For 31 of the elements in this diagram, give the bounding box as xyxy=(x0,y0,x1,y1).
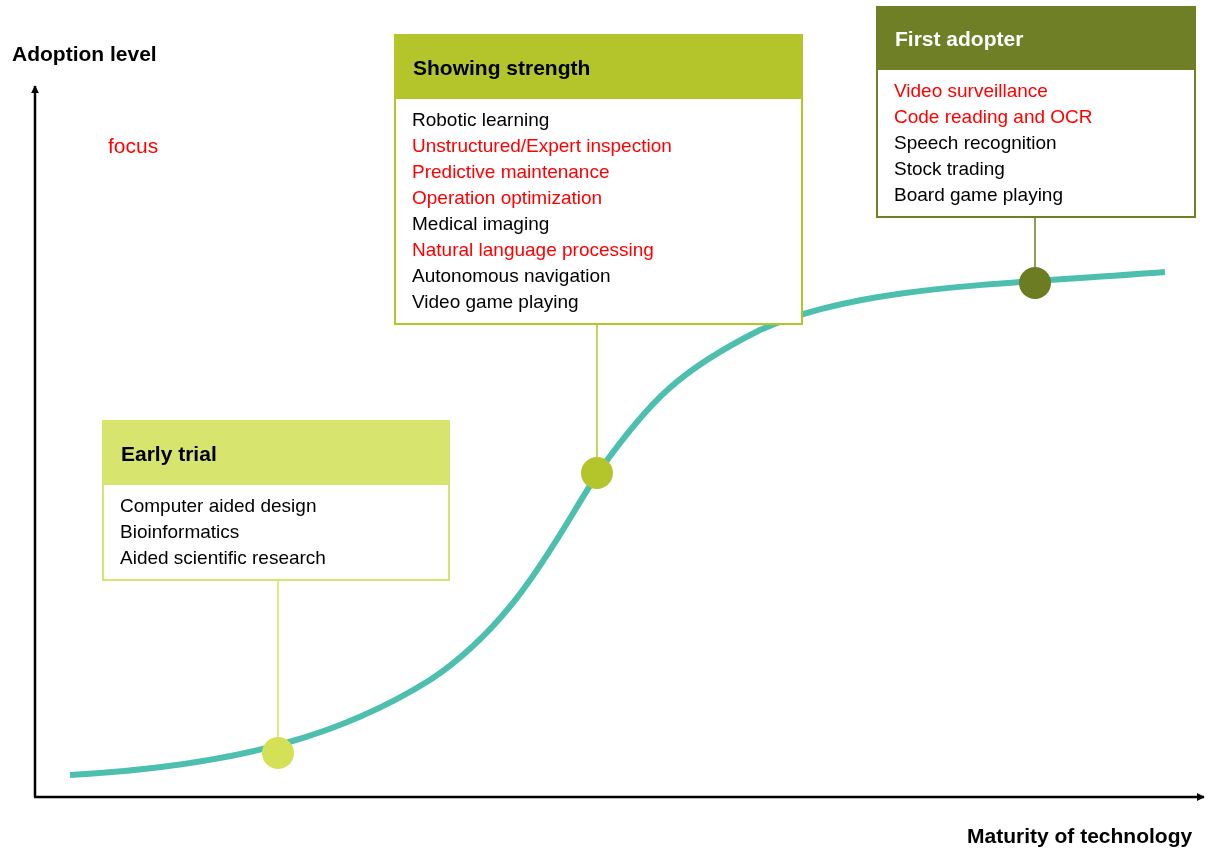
list-item: Bioinformatics xyxy=(120,520,241,544)
list-item: Medical imaging xyxy=(412,212,551,236)
list-item: Video game playing xyxy=(412,290,580,314)
list-item: Stock trading xyxy=(894,157,1006,181)
list-item: Operation optimization xyxy=(412,186,604,210)
list-item: Predictive maintenance xyxy=(412,160,611,184)
leader-line xyxy=(277,580,279,738)
axis-title: Maturity of technology xyxy=(967,824,1193,848)
callout-heading: First adopter xyxy=(878,8,1194,70)
note-text: focus xyxy=(108,134,159,158)
list-item: Autonomous navigation xyxy=(412,264,612,288)
curve-point-marker xyxy=(262,737,294,769)
list-item: Code reading and OCR xyxy=(894,105,1094,129)
callout-heading: Early trial xyxy=(104,422,448,485)
leader-line xyxy=(596,324,598,458)
callout-heading: Showing strength xyxy=(396,36,801,99)
list-item: Robotic learning xyxy=(412,108,551,132)
list-item: Natural language processing xyxy=(412,238,655,262)
list-item: Computer aided design xyxy=(120,494,318,518)
callout-box xyxy=(102,420,450,581)
callout-box xyxy=(394,34,803,325)
list-item: Unstructured/Expert inspection xyxy=(412,134,673,158)
list-item: Video surveillance xyxy=(894,79,1049,103)
list-item: Board game playing xyxy=(894,183,1064,207)
list-item: Speech recognition xyxy=(894,131,1058,155)
leader-line xyxy=(1034,217,1036,268)
list-item: Aided scientific research xyxy=(120,546,327,570)
curve-point-marker xyxy=(1019,267,1051,299)
axis-title: Adoption level xyxy=(12,42,157,66)
curve-point-marker xyxy=(581,457,613,489)
callout-box xyxy=(876,6,1196,218)
